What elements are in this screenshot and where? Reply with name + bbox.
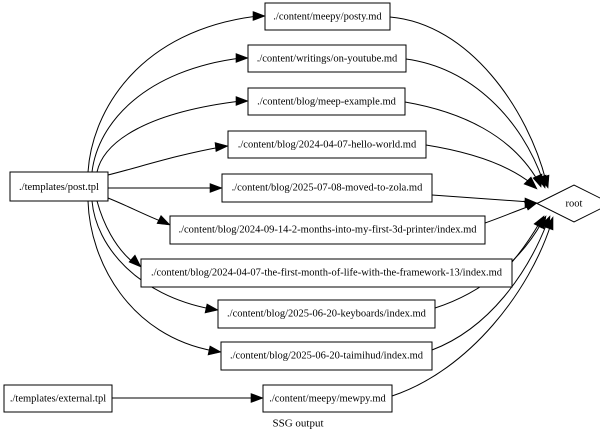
edge-3d-printer-to-root	[484, 205, 531, 224]
node-hello-world[interactable]: ./content/blog/2024-04-07-hello-world.md	[227, 130, 427, 159]
node-taimihud[interactable]: ./content/blog/2025-06-20-taimihud/index…	[220, 341, 433, 371]
edge-posty-to-root	[389, 16, 547, 182]
edge-framework-13-to-root	[511, 221, 541, 263]
edge-meep-example-to-root	[404, 101, 539, 182]
edge-post-tpl-to-hello-world	[107, 146, 222, 176]
node-post-tpl[interactable]: ./templates/post.tpl	[9, 171, 109, 202]
node-on-youtube[interactable]: ./content/writings/on-youtube.md	[247, 44, 407, 73]
edge-post-tpl-to-3d-printer	[107, 197, 164, 223]
node-posty[interactable]: ./content/meepy/posty.md	[264, 2, 391, 31]
node-framework-13[interactable]: ./content/blog/2024-04-07-the-first-mont…	[140, 258, 513, 288]
edge-post-tpl-to-on-youtube	[91, 57, 242, 173]
edge-post-tpl-to-meep-example	[96, 100, 242, 173]
node-label-post-tpl: ./templates/post.tpl	[19, 182, 99, 193]
node-moved-to-zola[interactable]: ./content/blog/2025-07-08-moved-to-zola.…	[221, 173, 433, 203]
node-label-on-youtube: ./content/writings/on-youtube.md	[257, 53, 398, 64]
arrowhead-3d-printer	[156, 214, 171, 226]
node-external-tpl[interactable]: ./templates/external.tpl	[3, 384, 113, 413]
node-mewpy[interactable]: ./content/meepy/mewpy.md	[262, 384, 393, 413]
arrowhead-root-hello	[523, 176, 538, 190]
edge-moved-zola-to-root	[431, 194, 531, 203]
node-label-framework-13: ./content/blog/2024-04-07-the-first-mont…	[151, 267, 503, 278]
graph-caption: SSG output	[272, 418, 323, 430]
edge-hello-world-to-root	[425, 144, 533, 185]
node-keyboards[interactable]: ./content/blog/2025-06-20-keyboards/inde…	[217, 299, 436, 329]
arrowhead-root-mewpy	[544, 216, 554, 231]
node-label-moved-to-zola: ./content/blog/2025-07-08-moved-to-zola.…	[232, 182, 423, 193]
node-meep-example[interactable]: ./content/blog/meep-example.md	[247, 87, 406, 116]
edge-post-tpl-to-taimihud	[87, 200, 215, 352]
node-3d-printer[interactable]: ./content/blog/2024-09-14-2-months-into-…	[169, 215, 486, 245]
edge-on-youtube-to-root	[405, 58, 544, 182]
node-label-keyboards: ./content/blog/2025-06-20-keyboards/inde…	[227, 308, 427, 319]
arrowhead-root-print	[523, 200, 538, 211]
node-label-mewpy: ./content/meepy/mewpy.md	[269, 393, 386, 404]
node-label-hello-world: ./content/blog/2024-04-07-hello-world.md	[238, 139, 417, 150]
arrowhead-posty	[252, 11, 266, 21]
node-label-posty: ./content/meepy/posty.md	[273, 11, 382, 22]
edge-group-root	[389, 16, 554, 397]
node-root[interactable]: root	[535, 184, 600, 223]
arrowhead-framework-13	[128, 254, 142, 268]
edge-taimihud-to-root	[431, 222, 548, 351]
edge-group-templates	[87, 11, 266, 403]
arrowhead-keyboards	[204, 303, 219, 314]
arrowhead-taimihud	[207, 345, 222, 356]
node-label-external-tpl: ./templates/external.tpl	[10, 393, 106, 404]
edge-post-tpl-to-keyboards	[91, 200, 212, 310]
edge-post-tpl-to-posty	[87, 15, 259, 173]
node-label-3d-printer: ./content/blog/2024-09-14-2-months-into-…	[178, 224, 477, 235]
arrowhead-root-meep	[532, 173, 543, 188]
arrowhead-mewpy	[250, 393, 264, 403]
edge-mewpy-to-root	[391, 223, 552, 397]
edge-post-tpl-to-framework-13	[96, 200, 135, 264]
arrowhead-meep-example	[235, 96, 249, 106]
arrowhead-on-youtube	[235, 53, 249, 63]
node-label-root: root	[566, 198, 583, 209]
arrowhead-hello-world	[214, 142, 229, 152]
node-label-meep-example: ./content/blog/meep-example.md	[257, 96, 397, 107]
node-label-taimihud: ./content/blog/2025-06-20-taimihud/index…	[230, 350, 424, 361]
arrowhead-moved-zola	[209, 183, 223, 193]
